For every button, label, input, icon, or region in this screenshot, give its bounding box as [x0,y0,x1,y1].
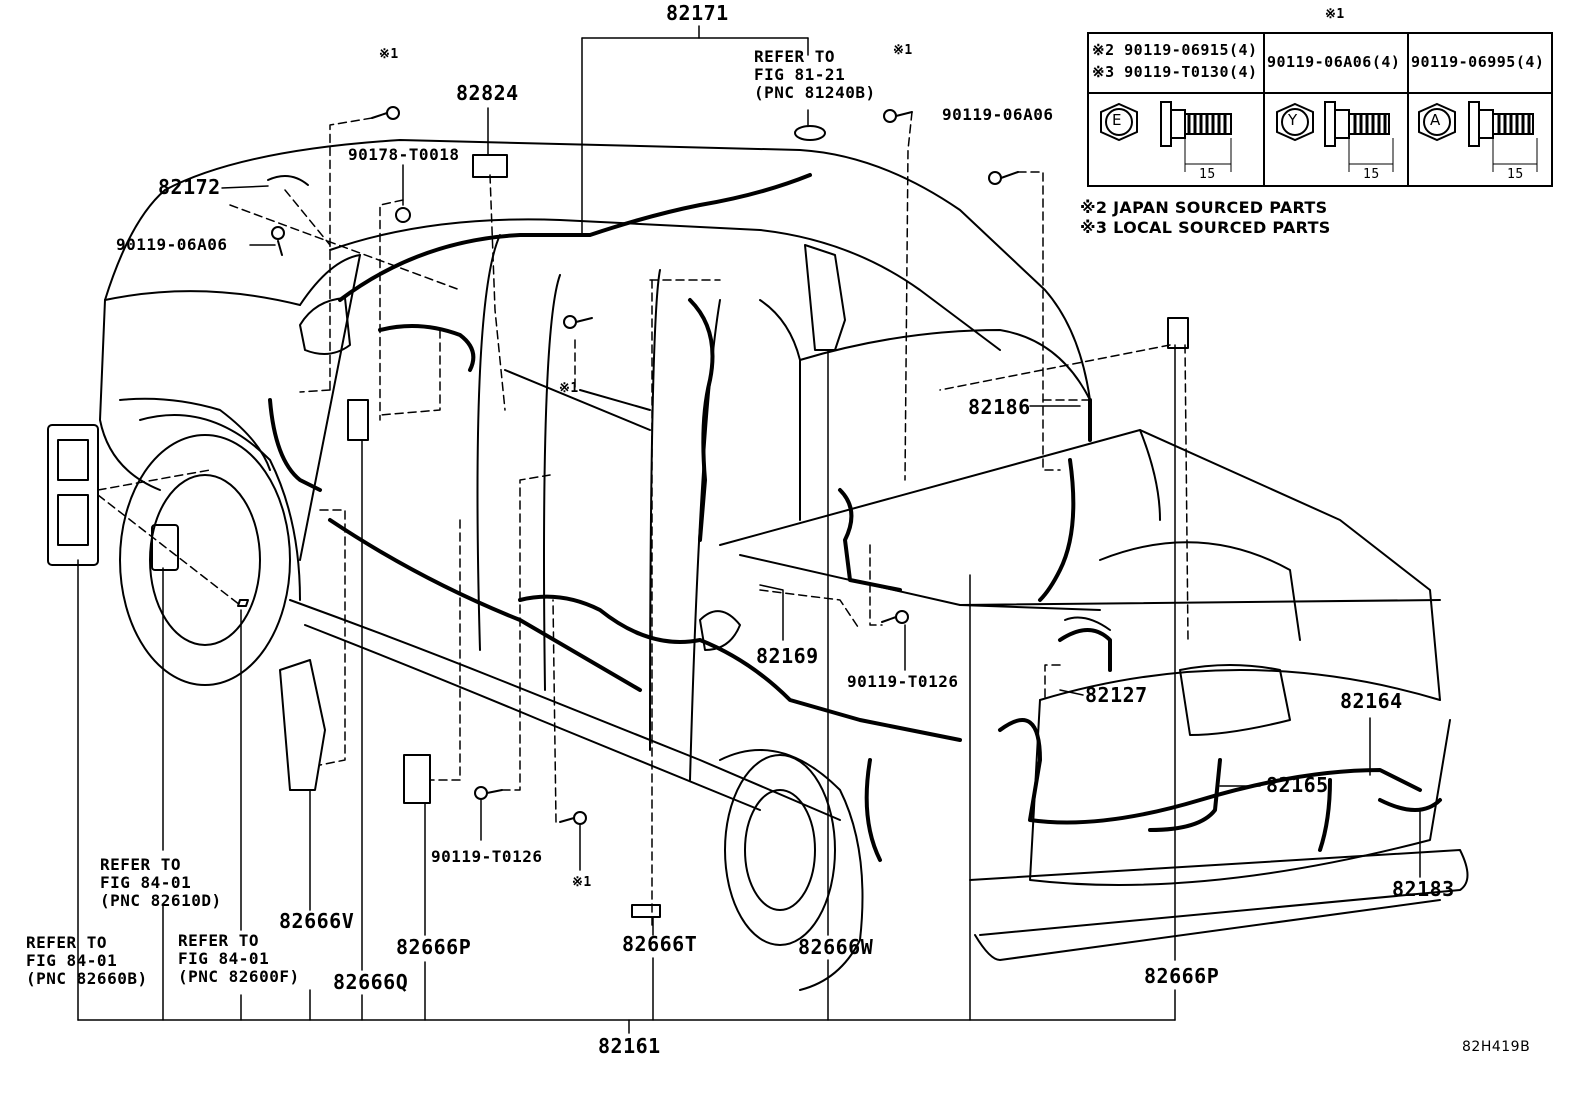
note-x1-label: ※1 [559,381,579,396]
table-cell [1089,94,1265,185]
part-82127-label: 82127 [1085,683,1148,707]
bolt-washer-icon [1160,101,1172,147]
part-82186-label: 82186 [968,395,1031,419]
bolt-letter-label: Y [1288,111,1298,129]
bolt-head-circle-icon [1105,108,1133,136]
part-82666P-label: 82666P [396,935,472,959]
table-part-number: 90119-06995(4) [1411,53,1545,71]
table-cell: 90119-06995(4) [1409,34,1551,94]
part-82666P-label: 82666P [1144,964,1220,988]
refer-fig-84-01-label: REFER TO FIG 84-01 (PNC 82610D) [100,855,222,910]
local-sourced-note: ※3 LOCAL SOURCED PARTS [1080,218,1331,237]
part-82183-label: 82183 [1392,877,1455,901]
bolt-washer-icon [1468,101,1480,147]
part-90119-06A06-label: 90119-06A06 [116,235,228,254]
part-82666T-label: 82666T [622,932,698,956]
bolt-hex-side-icon [1334,109,1350,139]
bolt-hex-side-icon [1170,109,1186,139]
part-82161-label: 82161 [598,1034,661,1058]
table-part-number: ※2 90119-06915(4) [1092,41,1258,59]
bolt-washer-icon [1324,101,1336,147]
note-x1-label: ※1 [379,47,399,62]
leader-lines [77,25,1421,1034]
note-x1-label: ※1 [572,875,592,890]
note-x1-label: ※1 [893,43,913,58]
harness-wires [268,173,1442,862]
bolt-length-label: 15 [1363,167,1380,182]
vehicle-body-outline [99,139,1469,991]
bolt-hex-side-icon [1478,109,1494,139]
bolt-letter-label: E [1112,111,1122,129]
part-82666V-label: 82666V [279,909,355,933]
bolt-head-hex-icon [1418,102,1456,142]
table-part-number: 90119-06A06(4) [1267,53,1401,71]
refer-fig-84-01-label: REFER TO FIG 84-01 (PNC 82660B) [26,933,148,988]
part-82169-label: 82169 [756,644,819,668]
part-90178-T0018-label: 90178-T0018 [348,145,460,164]
part-82824-label: 82824 [456,81,519,105]
part-90119-T0126-label: 90119-T0126 [431,847,543,866]
bolt-letter-label: A [1430,111,1441,129]
refer-fig-81-21-label: REFER TO FIG 81-21 (PNC 81240B) [754,47,876,102]
part-90119-T0126-label: 90119-T0126 [847,672,959,691]
bolt-drawings [1100,101,1538,172]
bolt-head-circle-icon [1423,108,1451,136]
bolt-head-hex-icon [1276,102,1314,142]
table-cell: 90119-06A06(4) [1265,34,1409,94]
bolt-head-circle-icon [1281,108,1309,136]
bolt-length-label: 15 [1507,167,1524,182]
table-part-number: ※3 90119-T0130(4) [1092,63,1258,81]
japan-sourced-note: ※2 JAPAN SOURCED PARTS [1080,198,1328,217]
part-82666W-label: 82666W [798,935,874,959]
bolt-thread-icon [1493,113,1534,135]
part-90119-06A06-label: 90119-06A06 [942,105,1054,124]
dashed-reference-lines [97,111,1189,931]
bolt-spec-table: ※2 90119-06915(4) ※3 90119-T0130(4) 9011… [1087,32,1553,187]
bolt-thread-icon [1349,113,1390,135]
bolt-length-label: 15 [1199,167,1216,182]
part-82172-label: 82172 [158,175,221,199]
bolt-shapes [237,106,1019,825]
part-82164-label: 82164 [1340,689,1403,713]
table-header-mark: ※1 [1325,7,1345,22]
table-cell [1265,94,1409,185]
drawing-code-label: 82H419B [1462,1039,1531,1055]
table-cell: ※2 90119-06915(4) ※3 90119-T0130(4) [1089,34,1265,94]
part-82165-label: 82165 [1266,773,1329,797]
bolt-head-hex-icon [1100,102,1138,142]
refer-fig-84-01-label: REFER TO FIG 84-01 (PNC 82600F) [178,931,300,986]
part-82171-label: 82171 [666,1,729,25]
part-82666Q-label: 82666Q [333,970,409,994]
